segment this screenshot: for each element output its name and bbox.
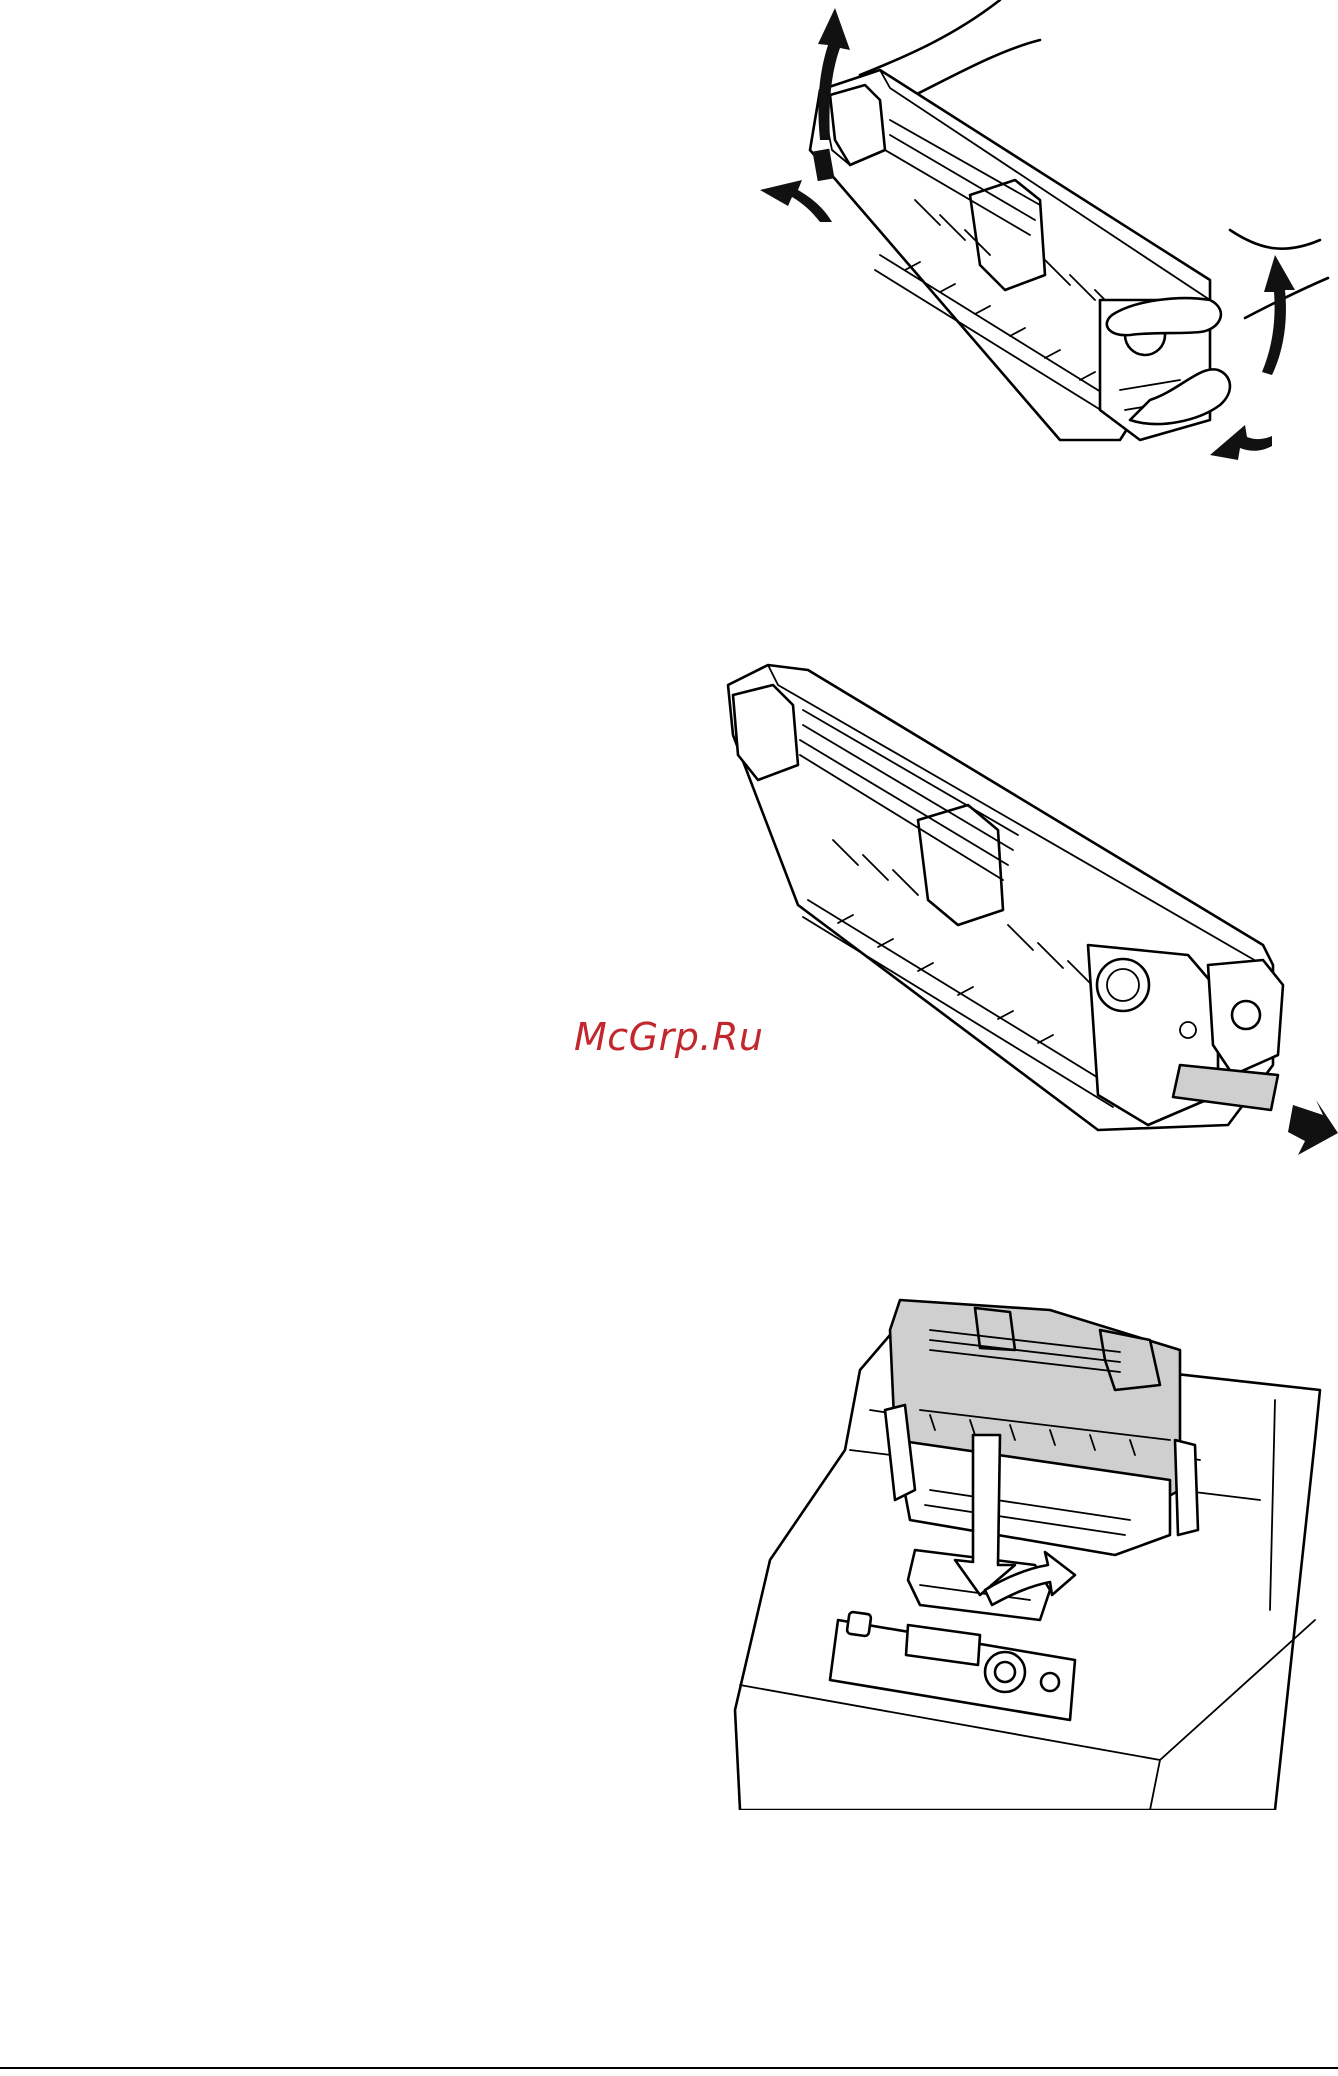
- page-footer-rule: [0, 2067, 1338, 2069]
- figure-insert-cartridge-into-printer: [730, 1290, 1330, 1810]
- watermark: McGrp.Ru: [574, 1015, 763, 1059]
- pull-arrow-icon: [1288, 1100, 1338, 1155]
- figure-shake-cartridge: [740, 0, 1338, 480]
- figure-remove-seal-tape: [718, 655, 1338, 1175]
